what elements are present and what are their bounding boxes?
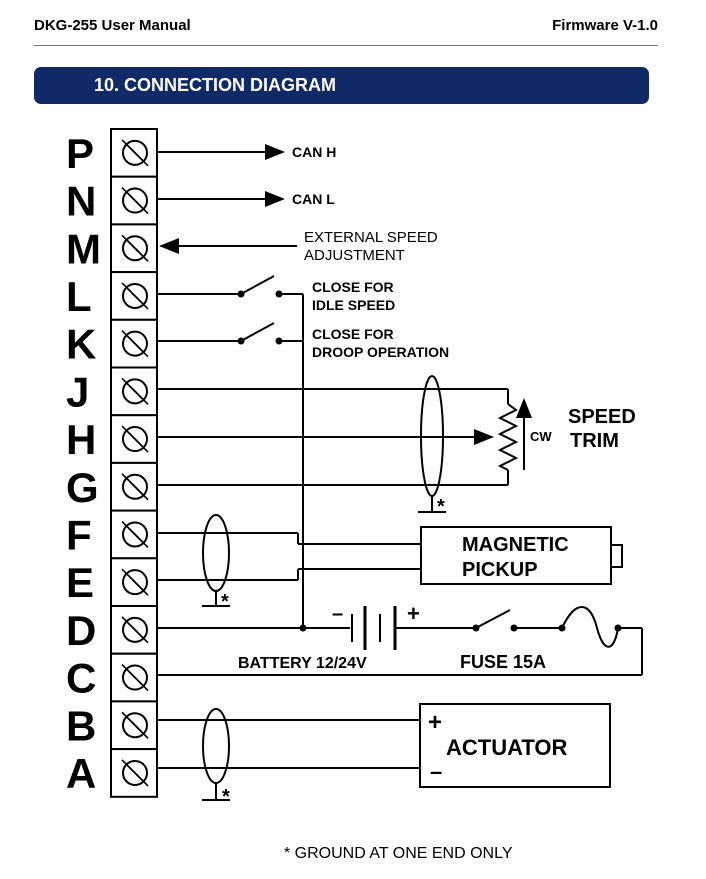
screw-slot: [131, 530, 149, 549]
speed-trim-wires: [157, 388, 509, 486]
manual-title: DKG-255 User Manual: [34, 17, 191, 34]
terminal-letter-b: B: [66, 702, 96, 749]
screw-slot: [131, 721, 149, 739]
header-rule: [34, 45, 658, 46]
actuator-minus-sign: –: [430, 759, 442, 784]
screw-slot: [131, 149, 149, 167]
battery-label: BATTERY 12/24V: [238, 655, 367, 672]
idle-speed-label-1: CLOSE FOR: [312, 279, 394, 295]
terminal-letter-a: A: [66, 750, 96, 797]
actuator-plus-sign: +: [428, 709, 442, 736]
terminal-letter-f: F: [66, 511, 92, 558]
fuse-symbol: [558, 606, 643, 675]
can-l-label: CAN L: [292, 191, 335, 207]
speed-label: SPEED: [568, 406, 636, 428]
terminal-letter-g: G: [66, 464, 99, 511]
screw-slot: [131, 292, 149, 310]
screw-slot: [131, 435, 149, 453]
fuse-label: FUSE 15A: [460, 652, 546, 672]
terminal-letter-j: J: [66, 368, 89, 415]
terminal-letter-c: C: [66, 655, 96, 702]
terminal-letter-d: D: [66, 607, 96, 654]
speed-trim-potentiometer: [497, 403, 519, 471]
external-speed-label-1: EXTERNAL SPEED: [304, 229, 438, 246]
trim-label: TRIM: [570, 430, 619, 452]
terminal-letter-n: N: [66, 178, 96, 225]
idle-speed-switch: [157, 275, 303, 298]
actuator-label: ACTUATOR: [446, 735, 568, 760]
terminal-letter-p: P: [66, 130, 94, 177]
terminal-letter-h: H: [66, 416, 96, 463]
droop-label-2: DROOP OPERATION: [312, 344, 449, 360]
actuator-ground-star: *: [222, 786, 230, 808]
terminal-letter-l: L: [66, 273, 92, 320]
screw-slot: [131, 244, 149, 262]
terminal-letter-m: M: [66, 225, 101, 272]
magnetic-label: MAGNETIC: [462, 534, 569, 556]
power-switch: [472, 609, 562, 632]
screw-slot: [131, 673, 149, 692]
ground-note: * GROUND AT ONE END ONLY: [284, 845, 513, 862]
droop-switch: [157, 322, 303, 345]
section-title: 10. CONNECTION DIAGRAM: [94, 75, 337, 95]
pickup-wires: [157, 532, 421, 581]
speed-trim-ground-star: *: [437, 496, 445, 518]
battery-minus-sign: –: [332, 603, 343, 625]
screw-slot: [131, 483, 149, 501]
pickup-ground-star: *: [221, 591, 229, 613]
screw-slot: [131, 626, 149, 644]
terminal-letter-k: K: [66, 321, 96, 368]
cw-label: CW: [530, 429, 552, 444]
actuator-box: [419, 703, 611, 788]
screw-slot: [131, 340, 149, 358]
terminal-letter-e: E: [66, 559, 94, 606]
section-banner: 10. CONNECTION DIAGRAM: [34, 67, 649, 104]
pickup-label: PICKUP: [462, 559, 538, 581]
idle-speed-label-2: IDLE SPEED: [312, 297, 395, 313]
screw-slot: [131, 387, 149, 405]
screw-slot: [131, 578, 149, 596]
screw-slot: [131, 196, 149, 215]
droop-label-1: CLOSE FOR: [312, 326, 394, 342]
battery-plus-sign: +: [407, 601, 420, 626]
can-h-label: CAN H: [292, 144, 336, 160]
pickup-tip: [610, 544, 623, 568]
firmware-version: Firmware V-1.0: [552, 17, 658, 34]
external-speed-label-2: ADJUSTMENT: [304, 247, 405, 264]
terminal-block-f: [110, 509, 158, 560]
screw-slot: [131, 769, 149, 787]
battery-symbol: [351, 606, 475, 650]
